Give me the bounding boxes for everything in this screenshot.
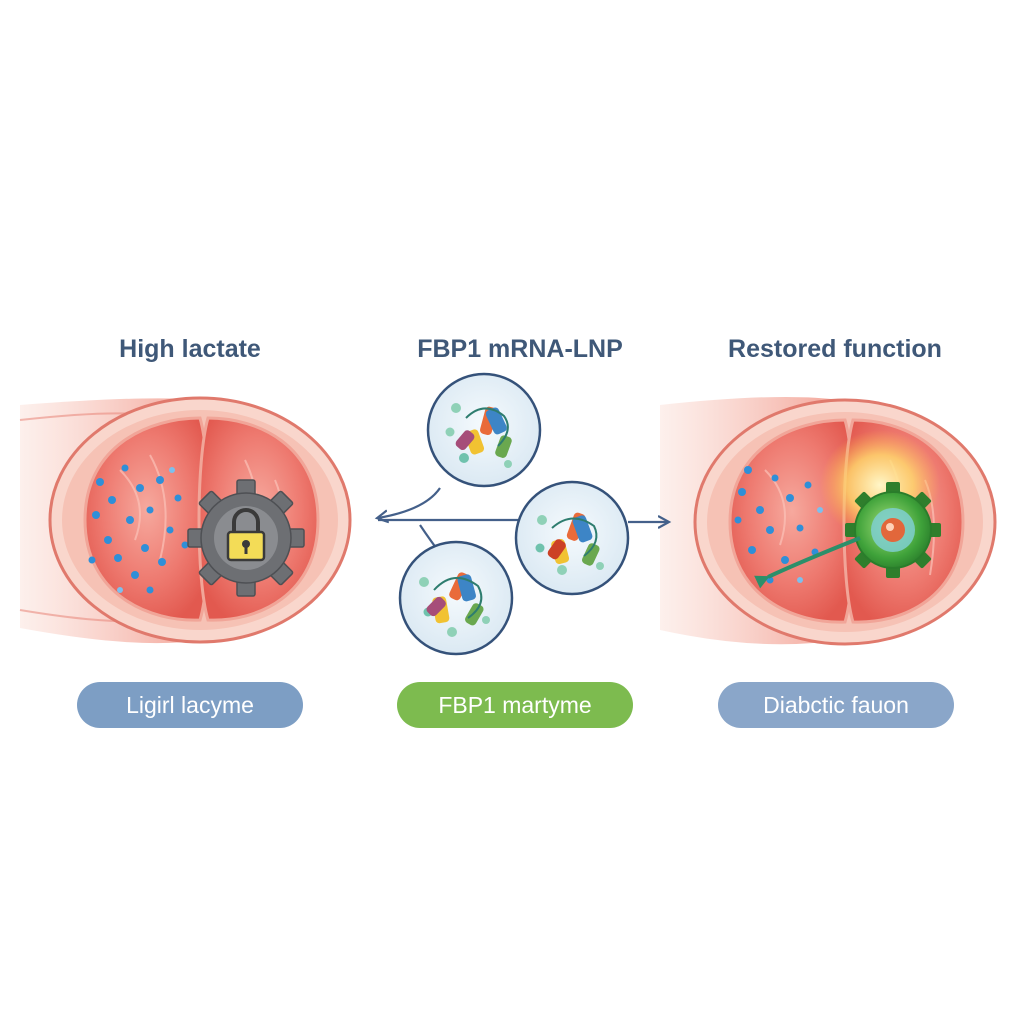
middle-panel-heading: FBP1 mRNA-LNP	[417, 335, 623, 363]
left-tissue-illustration	[19, 396, 352, 644]
left-panel-heading: High lactate	[119, 335, 261, 363]
padlock-icon	[226, 508, 266, 562]
right-tissue-illustration	[660, 396, 997, 646]
left-panel-label: Ligirl lacyme	[77, 682, 303, 728]
green-gear-icon	[845, 482, 941, 578]
right-panel-heading: Restored function	[728, 335, 942, 363]
lactate-particles	[88, 464, 189, 594]
right-panel-label: Diabctic fauon	[718, 682, 954, 728]
delivery-arrows	[378, 487, 668, 561]
middle-panel-label: FBP1 martyme	[397, 682, 633, 728]
gear-lock-icon	[187, 479, 305, 597]
restore-arrow	[754, 536, 861, 589]
lactate-particles-right	[734, 466, 823, 584]
lnp-particle-right	[514, 480, 630, 596]
lnp-particle-top	[426, 372, 542, 488]
lnp-particle-bottom	[398, 540, 514, 656]
